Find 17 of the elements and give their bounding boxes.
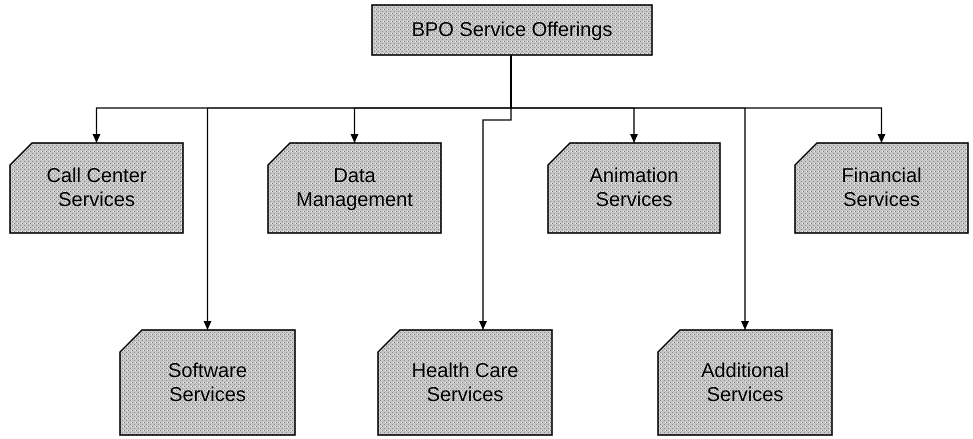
connector-arrow bbox=[510, 55, 886, 143]
node-label: Financial Services bbox=[840, 164, 923, 212]
node-label: Health Care Services bbox=[410, 358, 520, 406]
service-box bbox=[120, 330, 295, 435]
node-label: Data Management bbox=[295, 164, 414, 212]
node-label: Additional Services bbox=[700, 358, 790, 406]
service-box bbox=[795, 143, 968, 233]
title-box bbox=[372, 5, 652, 55]
service-box bbox=[548, 143, 720, 233]
node-label: Animation Services bbox=[588, 164, 680, 212]
service-box bbox=[658, 330, 832, 435]
node-label: Call Center Services bbox=[45, 164, 148, 212]
service-box bbox=[268, 143, 441, 233]
service-box bbox=[378, 330, 552, 435]
service-box bbox=[10, 143, 183, 233]
node-label: Software Services bbox=[167, 358, 248, 406]
node-label: BPO Service Offerings bbox=[410, 18, 614, 42]
